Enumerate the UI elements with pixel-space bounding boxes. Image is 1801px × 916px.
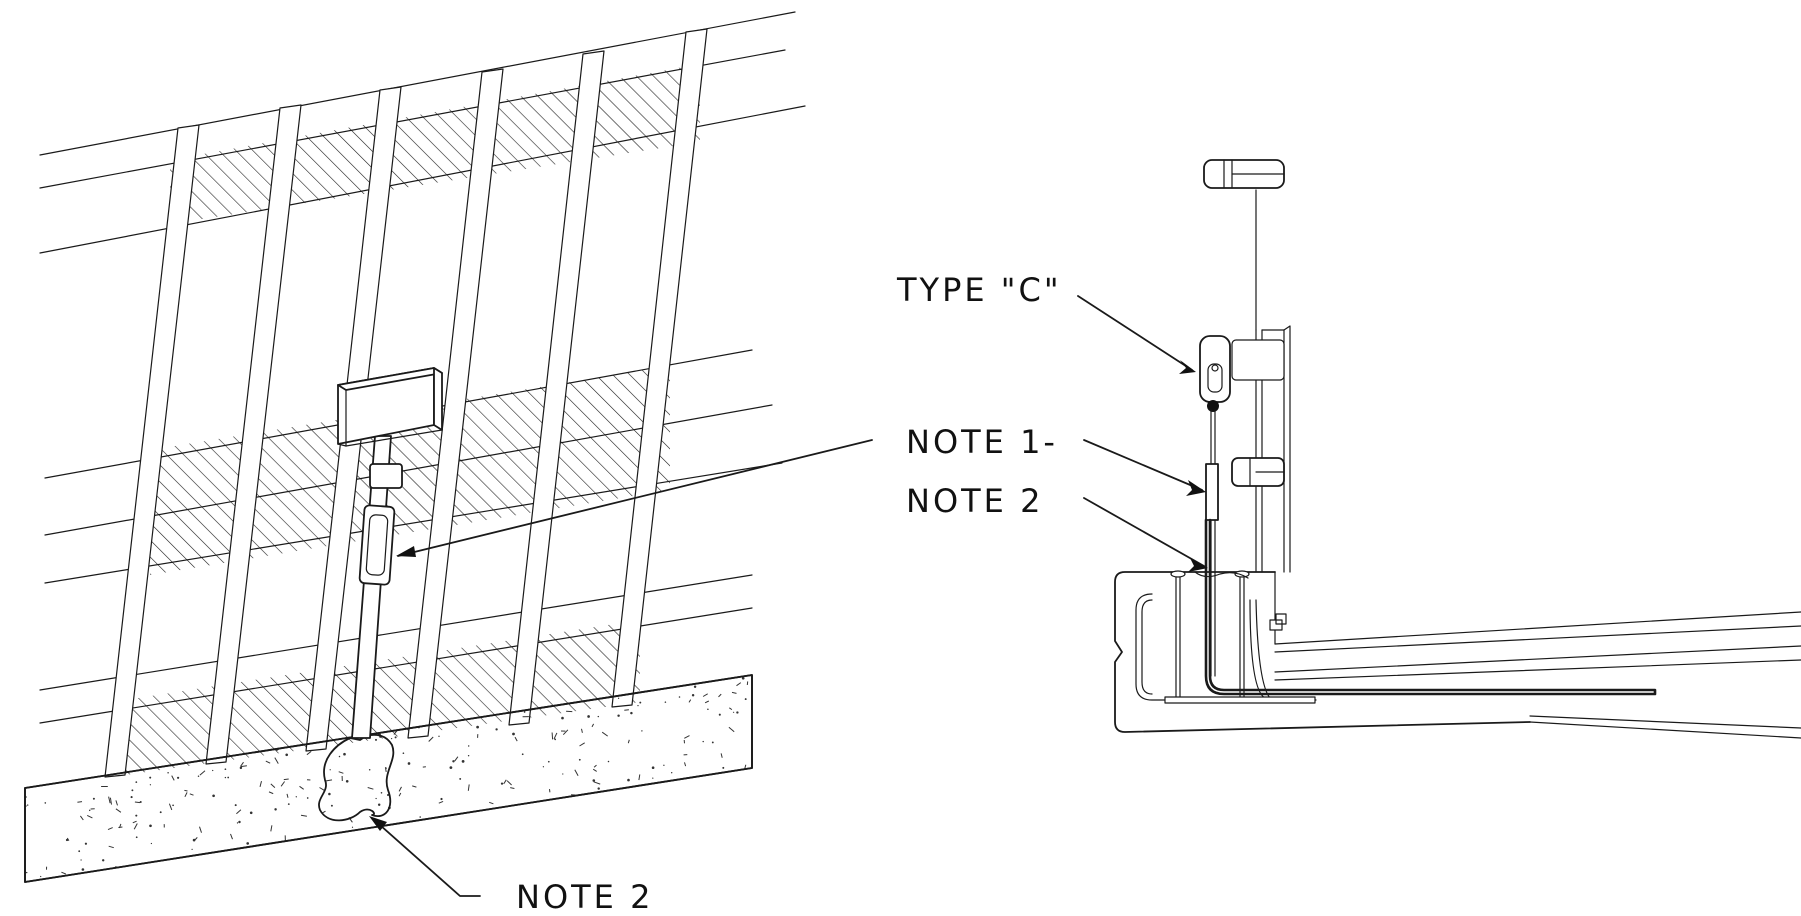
note-1-label: NOTE 1- <box>906 423 1058 461</box>
left-leaders <box>369 439 873 897</box>
note-2-label-right: NOTE 2 <box>906 482 1043 520</box>
vertical-slats <box>104 28 708 778</box>
delineator-post <box>337 367 443 739</box>
hatched-bands <box>125 64 700 775</box>
type-c-reflector <box>1199 335 1231 677</box>
right-section-view: TYPE "C" NOTE 1- NOTE 2 <box>896 159 1801 739</box>
left-isometric-view: NOTE 2 <box>24 11 873 916</box>
delineator-cable <box>1194 518 1657 696</box>
type-c-label: TYPE "C" <box>896 271 1062 309</box>
right-leaders <box>1077 295 1208 572</box>
curb-section <box>1114 570 1801 739</box>
note-2-label-left: NOTE 2 <box>516 878 653 916</box>
post-footing <box>318 734 395 822</box>
upper-reflector <box>1203 159 1285 331</box>
barrier-face <box>1231 325 1291 573</box>
